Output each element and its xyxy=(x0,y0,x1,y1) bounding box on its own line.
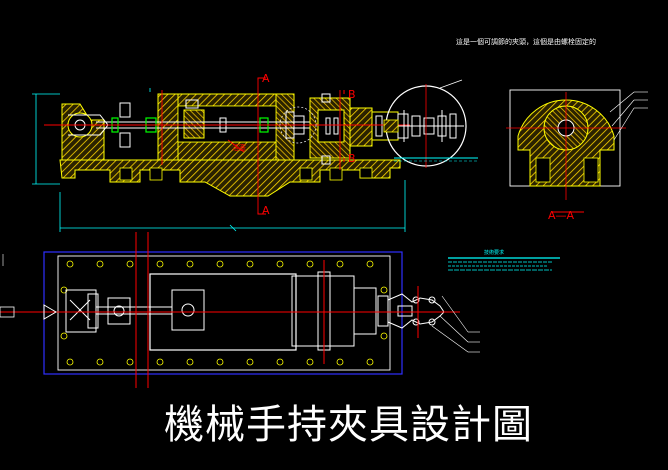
piston xyxy=(183,109,205,139)
section-cut-a xyxy=(257,77,345,215)
input-arrow xyxy=(43,304,57,320)
plan-view xyxy=(0,232,480,388)
front-section-view: A A B B 活塞 xyxy=(32,72,410,232)
plan-center-lines xyxy=(0,232,460,388)
cylinder-end-cap-left xyxy=(157,93,179,161)
bolt-holes xyxy=(60,260,388,366)
front-center-lines xyxy=(44,80,410,212)
red-callout-tag: 活塞 xyxy=(232,143,246,152)
section-mark-a-top: A xyxy=(262,72,270,85)
detail-view: 這是一個可調節的夾頭，這個是由螺栓固定的 xyxy=(383,37,596,168)
plan-gripper-fingers xyxy=(377,293,445,329)
section-view-label: A—A xyxy=(548,209,575,222)
side-section-view: A—A xyxy=(506,89,648,222)
gripper-finger-blocks xyxy=(325,115,383,137)
section-mark-b-top: B xyxy=(348,88,356,101)
base-slots xyxy=(119,167,373,181)
technical-notes-heading: 技術要求 xyxy=(484,249,504,256)
plan-clevis xyxy=(65,289,99,333)
detail-note-placeholder-lines xyxy=(456,50,506,51)
detail-note: 這是一個可調節的夾頭，這個是由螺栓固定的 xyxy=(456,37,596,46)
drawing-title: 機械手持夾具設計圖 xyxy=(164,402,533,448)
base-plate xyxy=(59,159,401,197)
detail-note-text: 這是一個可調節的夾頭，這個是由螺栓固定的 xyxy=(456,37,596,46)
cylinder-end-cap-right xyxy=(275,93,295,161)
piston-rod xyxy=(96,121,330,129)
section-mark-b-bottom: B xyxy=(348,152,356,165)
front-view-dimensions xyxy=(32,88,406,232)
technical-notes: 技術要求 xyxy=(448,249,560,271)
section-mark-a-bottom: A xyxy=(262,204,270,217)
